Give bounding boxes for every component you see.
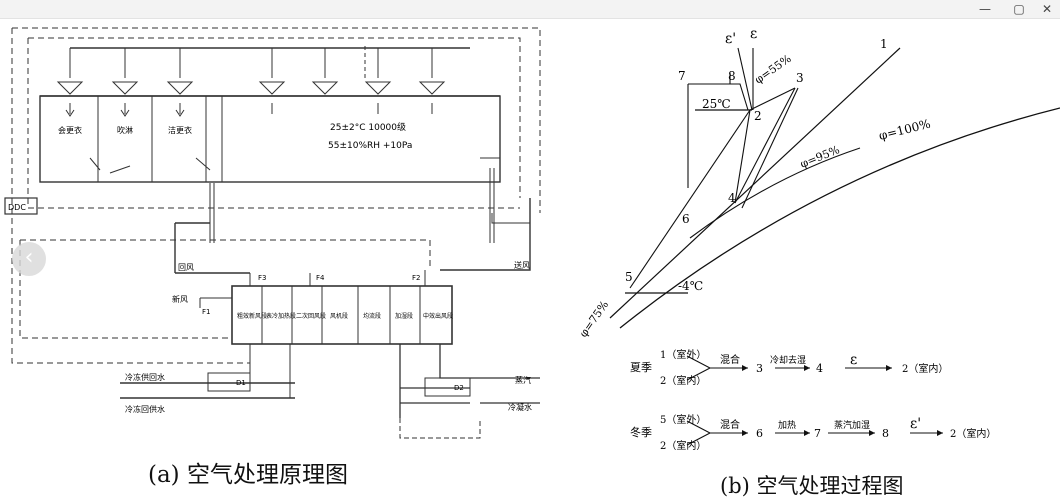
point-1: 1	[880, 37, 888, 51]
summer-out: 2（室内）	[902, 362, 948, 375]
winter-heat: 加热	[778, 419, 796, 431]
cleanroom-line2: 55±10%RH +10Pa	[328, 141, 412, 151]
winter-in2: 2（室内）	[660, 439, 706, 452]
caption-b: (b) 空气处理过程图	[720, 474, 904, 498]
room-label-1: 吹淋	[117, 125, 133, 135]
summer-in2: 2（室内）	[660, 374, 706, 387]
summer-s4: 4	[816, 362, 823, 375]
point-6: 6	[682, 212, 690, 226]
epsilon-prime-label: ε'	[725, 31, 736, 47]
winter-s6: 6	[756, 427, 763, 440]
room-label-2: 洁更衣	[168, 125, 192, 135]
rh100-curve	[619, 107, 1060, 329]
window-titlebar: — ▢ ✕	[0, 0, 1060, 19]
winter-in1: 5（室外）	[660, 413, 706, 426]
winter-steam: 蒸汽加湿	[834, 419, 870, 431]
winter-s8: 8	[882, 427, 889, 440]
ahu-section-0: 粗效新风段	[237, 312, 267, 320]
ahu-section-6: 中效出风段	[423, 312, 453, 320]
temp-25-label: 25℃	[702, 97, 731, 111]
summer-cool: 冷却去湿	[770, 354, 806, 366]
epsilon-label: ε	[750, 26, 757, 42]
winter-mix: 混合	[720, 418, 740, 431]
caption-a: (a) 空气处理原理图	[148, 462, 348, 488]
rh95-label: φ=95%	[798, 143, 841, 171]
diffuser-row	[56, 81, 446, 95]
point-4: 4	[728, 191, 736, 205]
rh75-label: φ=75%	[577, 298, 611, 339]
sensor-f3: F3	[258, 274, 266, 282]
summer-s3: 3	[756, 362, 763, 375]
pipe-label-2: 蒸汽	[515, 375, 531, 385]
sensor-f4: F4	[316, 274, 325, 282]
sensor-f2: F2	[412, 274, 420, 282]
winter-out: 2（室内）	[950, 427, 996, 440]
pipe-label-1: 冷冻回供水	[125, 404, 165, 414]
ahu-section-1: 表冷加热段	[266, 312, 296, 320]
pipe-label-0: 冷冻供回水	[125, 372, 165, 382]
line-5-2	[629, 109, 751, 289]
valve-d1: D1	[236, 379, 246, 387]
ddc-box	[4, 197, 38, 215]
summer-mix: 混合	[720, 353, 740, 366]
room-label-0: 会更衣	[58, 125, 82, 135]
valve-d2: D2	[454, 384, 464, 392]
air-handling-schematic: 会更衣 吹淋 洁更衣 25±2°C 10000级 55±10%RH +10Pa …	[4, 27, 541, 439]
prev-image-button[interactable]: ‹	[12, 242, 46, 276]
return-air-label: 回风	[178, 263, 194, 272]
control-dashed-line	[11, 27, 541, 364]
summer-eps: ε	[850, 352, 857, 368]
ahu-section-4: 均流段	[363, 312, 381, 320]
point-2: 2	[754, 109, 762, 123]
rh95-curve	[689, 147, 861, 239]
summer-label: 夏季	[630, 361, 652, 374]
cleanroom-line1: 25±2°C 10000级	[330, 121, 406, 133]
rh75-line	[609, 47, 901, 319]
winter-eps: ε'	[910, 416, 921, 432]
rh100-label: φ=100%	[877, 117, 932, 143]
fresh-air-label: 新风	[172, 294, 188, 304]
supply-air-duct	[440, 198, 531, 271]
point-8: 8	[728, 69, 736, 83]
psychrometric-process-chart: 1 2 3 4 5 6 7 8 ε' ε φ=55% φ=95% φ=100% …	[577, 26, 1060, 452]
maximize-button[interactable]: ▢	[1013, 2, 1025, 16]
return-air-duct	[174, 222, 250, 274]
point-3: 3	[796, 71, 804, 85]
minimize-button[interactable]: —	[979, 2, 991, 16]
ahu-unit	[231, 285, 453, 345]
ahu-section-3: 风机段	[330, 312, 348, 320]
sensor-f1: F1	[202, 308, 210, 316]
winter-label: 冬季	[630, 425, 652, 439]
summer-in1: 1（室外）	[660, 348, 706, 361]
ddc-label: DDC	[8, 203, 26, 212]
close-button[interactable]: ✕	[1041, 2, 1053, 16]
point-7: 7	[678, 69, 686, 83]
point-5: 5	[625, 270, 633, 284]
pipe-label-3: 冷凝水	[508, 402, 532, 412]
temp-minus4-label: -4℃	[678, 279, 703, 293]
room-outline	[39, 95, 501, 183]
rh55-label: φ=55%	[752, 52, 793, 86]
winter-s7: 7	[814, 427, 821, 440]
ahu-section-2: 二次回风段	[296, 312, 326, 320]
ahu-section-5: 加湿段	[395, 312, 413, 320]
supply-air-label: 送风	[514, 260, 530, 270]
